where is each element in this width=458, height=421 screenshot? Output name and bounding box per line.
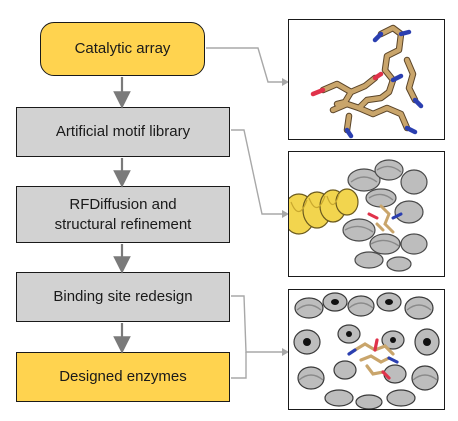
panel-connector [231,352,247,379]
step-artificial-motif-library: Artificial motif library [16,107,230,157]
step-label: Designed enzymes [59,368,187,385]
designed-enzyme-panel [288,289,445,410]
step-rfdiffusion-refinement: RFDiffusion and structural refinement [16,186,230,243]
panel-connector [231,295,282,353]
panel-connector [231,129,282,215]
panel-connector [206,47,282,83]
step-label: Artificial motif library [55,123,191,140]
designed-enzyme-cartoon-icon [293,292,440,409]
step-label: Binding site redesign [53,288,193,305]
diffused-protein-with-helical-binder-icon [289,159,428,272]
step-catalytic-array: Catalytic array [40,22,205,76]
step-label: RFDiffusion and structural refinement [54,195,192,233]
catalytic-array-stick-model-icon [310,24,424,139]
step-label: Catalytic array [74,40,171,57]
diffusion-panel [288,151,445,277]
catalytic-array-panel [288,19,445,140]
